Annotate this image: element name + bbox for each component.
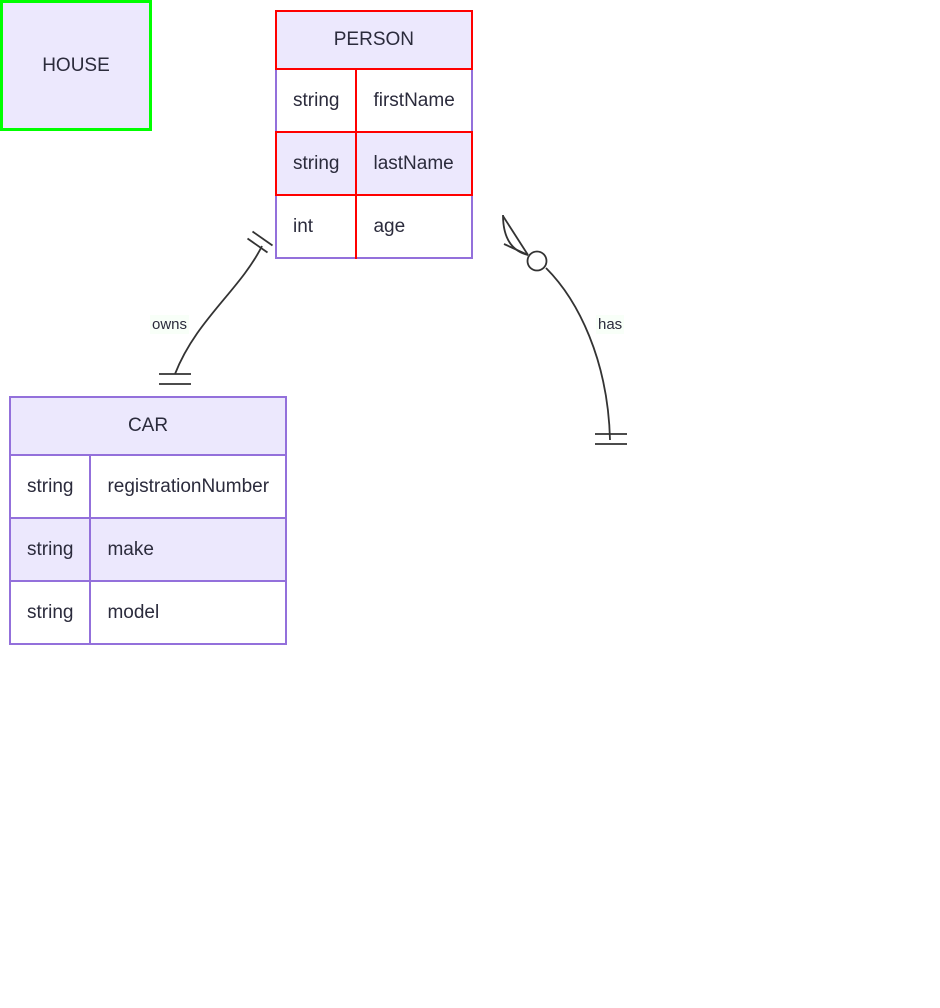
entity-car-attr-1-name: make (90, 518, 287, 582)
table-row: string lastName (274, 131, 473, 196)
entity-car-attr-2-name: model (90, 581, 287, 644)
entity-person-table: PERSON string firstName string lastName … (274, 10, 473, 259)
entity-house[interactable]: HOUSE (0, 0, 152, 131)
relationship-has-line (545, 267, 611, 441)
cardinality-exactly-one-house-has (595, 433, 627, 445)
entity-car-title: CAR (10, 397, 287, 456)
cardinality-exactly-one-car-owns (159, 373, 191, 385)
entity-person-attr-0-type: string (276, 69, 358, 133)
relationship-label-owns: owns (150, 315, 190, 334)
entity-person-attr-1-name: lastName (356, 131, 473, 196)
entity-person-attr-2-type: int (276, 195, 358, 258)
relationship-label-has: has (596, 315, 625, 334)
table-row: string model (10, 581, 287, 644)
entity-person[interactable]: PERSON string firstName string lastName … (274, 10, 473, 259)
entity-person-header-row: PERSON (275, 10, 473, 70)
entity-house-title: HOUSE (42, 54, 110, 76)
table-row: string registrationNumber (10, 455, 287, 519)
entity-person-attr-2-name: age (356, 195, 472, 258)
relationship-owns (159, 230, 274, 385)
cardinality-exactly-one-person-owns (246, 230, 274, 254)
entity-car-attr-0-type: string (10, 455, 92, 519)
cardinality-zero-or-more-person-has (502, 214, 548, 272)
entity-car-attr-2-type: string (10, 581, 92, 644)
relationship-has (502, 214, 627, 445)
table-row: string firstName (276, 69, 472, 133)
entity-car-attr-1-type: string (10, 518, 92, 582)
relationship-owns-line (174, 245, 263, 375)
entity-car-header-row: CAR (10, 397, 287, 456)
entity-car-attr-0-name: registrationNumber (90, 455, 287, 519)
entity-person-attr-1-type: string (274, 131, 358, 196)
entity-person-attr-0-name: firstName (356, 69, 472, 133)
table-row: int age (276, 195, 472, 258)
table-row: string make (10, 518, 287, 582)
entity-person-title: PERSON (275, 10, 473, 70)
entity-car-table: CAR string registrationNumber string mak… (9, 396, 288, 645)
entity-car[interactable]: CAR string registrationNumber string mak… (9, 396, 288, 645)
